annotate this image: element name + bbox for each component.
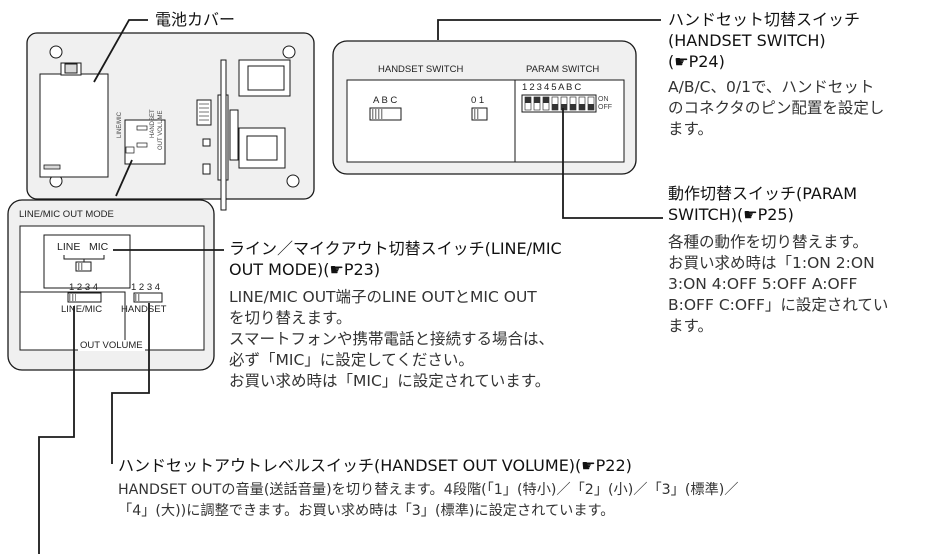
battery-cover [39, 62, 109, 178]
handset-switch-desc-3: ます。 [668, 120, 713, 138]
screw-bottom-right [286, 174, 300, 188]
param-switch-title-en: SWITCH)(☛P25) [668, 205, 794, 224]
param-switch-title: 動作切替スイッチ(PARAM [668, 184, 858, 203]
param-off-label: OFF [598, 104, 612, 111]
handset-numbers: 1 2 3 4 [131, 282, 161, 293]
out-volume-label: OUT VOLUME [78, 340, 145, 351]
param-switch-desc-2: お買い求め時は「1:ON 2:ON [668, 254, 875, 272]
board-connectors [196, 59, 291, 211]
board-tiny-label-2: HANDSET [150, 109, 156, 138]
handset-switch-desc-2: のコネクタのピン配置を設定し [668, 99, 885, 117]
board-switch-cluster [124, 119, 166, 165]
abc-label: A B C [373, 95, 398, 106]
param-on-label: ON [598, 96, 609, 103]
param-switch-desc-1: 各種の動作を切り替えます。 [668, 233, 868, 251]
switch-detail-panel [332, 40, 637, 175]
param-dip-switch [521, 94, 597, 113]
handset-volume-label: HANDSET [121, 304, 167, 315]
line-mic-mode-title: ライン／マイクアウト切替スイッチ(LINE/MIC [229, 239, 562, 258]
handset-out-volume-title: ハンドセットアウトレベルスイッチ(HANDSET OUT VOLUME)(☛P2… [118, 456, 632, 475]
handset-switch-panel-label: HANDSET SWITCH [378, 64, 464, 75]
screw-top-right [282, 45, 296, 59]
line-mic-volume-label: LINE/MIC [61, 304, 103, 315]
mode-panel-title: LINE/MIC OUT MODE [19, 209, 114, 220]
param-switch-panel-label: PARAM SWITCH [526, 64, 600, 75]
line-mic-mode-desc-1: LINE/MIC OUT端子のLINE OUTとMIC OUT [229, 288, 537, 306]
line-mic-mode-desc-2: を切り替えます。 [229, 309, 352, 327]
line-mic-volume-switch [67, 292, 102, 303]
line-mic-mode-title-en: OUT MODE)(☛P23) [229, 260, 381, 279]
leader-handset-switch [437, 19, 661, 40]
zero-one-label: 0 1 [471, 95, 485, 106]
leader-param-switch [562, 108, 663, 219]
param-switch-desc-5: ます。 [668, 317, 713, 335]
board-tiny-label-3: OUT VOLUME [158, 110, 164, 150]
handset-out-volume-desc-2: 「4」(大))に調整できます。お買い求め時は「3」(標準)に設定されています。 [118, 503, 615, 519]
param-switch-desc-4: B:OFF C:OFF」に設定されてい [668, 296, 889, 314]
battery-cover-label: 電池カバー [155, 10, 236, 29]
leader-handset-out [111, 303, 150, 464]
line-mic-mode-desc-5: お買い求め時は「MIC」に設定されています。 [229, 372, 551, 390]
leader-battery-cover [93, 19, 148, 83]
param-numbers-label: 1 2 3 4 5 A B C [522, 82, 581, 93]
leader-handset-out-2 [38, 306, 75, 554]
handset-volume-switch [133, 292, 163, 303]
handset-switch-desc-1: A/B/C、0/1で、ハンドセット [668, 78, 875, 96]
handset-out-volume-desc-1: HANDSET OUTの音量(送話音量)を切り替えます。4段階(「1」(特小)／… [118, 482, 739, 498]
param-switch-desc-3: 3:ON 4:OFF 5:OFF A:OFF [668, 275, 858, 293]
device-board [26, 32, 315, 211]
handset-switch-page-ref: (☛P24) [668, 52, 725, 71]
mode-detail-panel [7, 199, 215, 371]
screw-top-left [49, 45, 63, 59]
line-mic-numbers: 1 2 3 4 [69, 282, 99, 293]
leader-lines [38, 19, 663, 554]
line-mic-mode-desc-3: スマートフォンや携帯電話と接続する場合は、 [229, 330, 555, 348]
handset-switch-title-en: (HANDSET SWITCH) [668, 31, 826, 50]
handset-switch-title: ハンドセット切替スイッチ [668, 10, 861, 29]
leader-panel-connector [115, 159, 133, 197]
mic-label: MIC [89, 241, 109, 253]
line-label: LINE [57, 241, 81, 253]
board-tiny-label-1: LINE/MIC [117, 111, 123, 138]
line-mic-mode-desc-4: 必ず「MIC」に設定してください。 [229, 351, 474, 369]
